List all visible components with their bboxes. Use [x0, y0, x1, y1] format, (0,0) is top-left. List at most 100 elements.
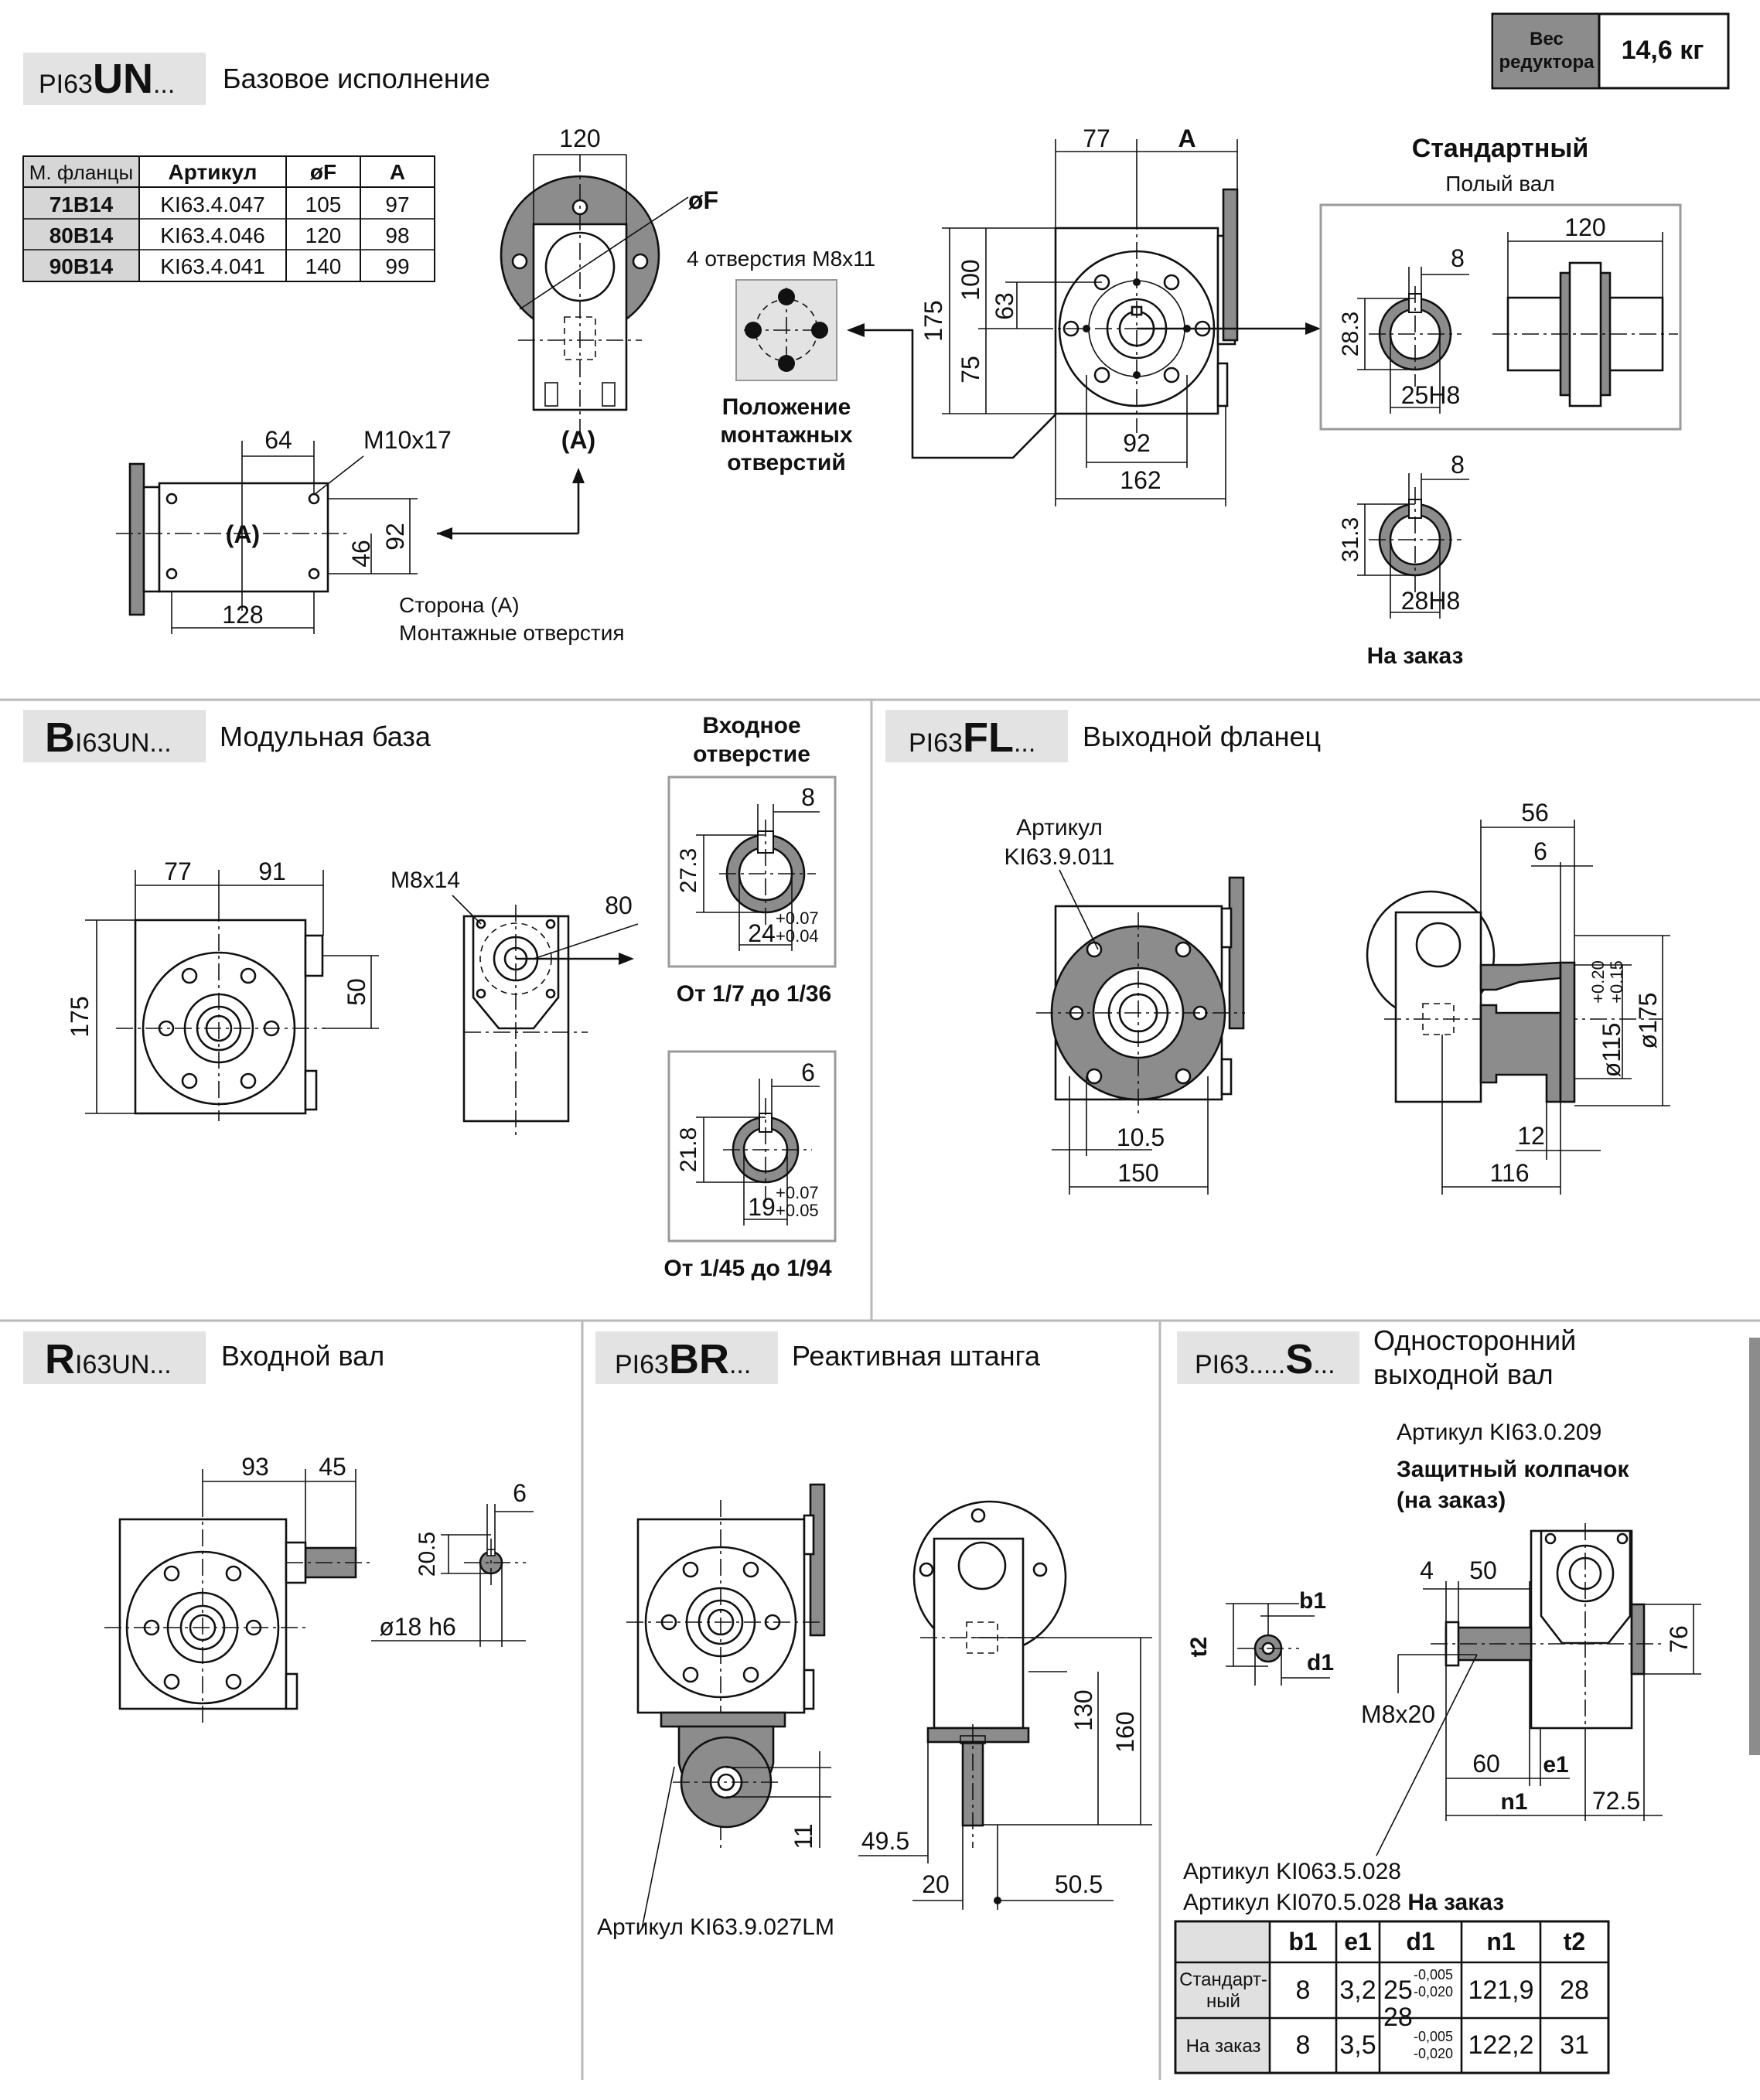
un-flange-view: 120 øF (A) [437, 124, 718, 535]
table-cell: 80B14 [49, 223, 114, 247]
std-28-3: 28.3 [1338, 312, 1363, 356]
s-row-label: ный [1206, 1991, 1240, 2012]
opt-8: 8 [1451, 451, 1465, 479]
s-cap-1: Защитный колпачок [1397, 1457, 1629, 1482]
section-title: Базовое исполнение [223, 63, 490, 94]
table-cell: KI63.4.041 [160, 254, 264, 278]
s-cell: 122,2 [1468, 2030, 1533, 2060]
dim-50: 50 [343, 978, 370, 1006]
fl-115: ø115 [1598, 1023, 1625, 1078]
dim-91: 91 [258, 857, 286, 885]
fl-175: ø175 [1634, 993, 1662, 1049]
s-cell: 8 [1296, 2030, 1311, 2060]
dim-77: 77 [1083, 124, 1110, 152]
s-side-view: 4 50 M8x20 76 60 e1 n1 72.5 Артикул KI06… [1183, 1523, 1701, 1915]
s-60: 60 [1472, 1750, 1500, 1778]
s-50: 50 [1469, 1556, 1497, 1584]
s-table: b1 e1 d1 n1 t2 Стандарт- ный 8 3,2 25 -0… [1174, 1920, 1610, 2074]
code-rest: I63UN... [75, 728, 172, 758]
dim-64: 64 [264, 426, 292, 454]
section-title-2: выходной вал [1373, 1359, 1554, 1390]
table-cell: 71B14 [49, 193, 114, 216]
a-mark: (A) [561, 426, 595, 454]
s-76: 76 [1665, 1625, 1693, 1653]
dim-75: 75 [957, 356, 984, 384]
table-header: A [390, 160, 405, 184]
r-shaft-section: 6 20.5 ø18 h6 [371, 1479, 534, 1647]
side-tab [1749, 1338, 1760, 1755]
k1-tol-up: +0.07 [776, 909, 819, 928]
weight-label-2: редуктора [1499, 52, 1595, 73]
k1-tol-dn: +0.04 [776, 926, 819, 946]
s-m8x20: M8x20 [1361, 1700, 1435, 1728]
br-art: Артикул KI63.9.027LM [597, 1914, 834, 1940]
dim-92: 92 [1123, 429, 1151, 457]
s-cell: 28 [1560, 1976, 1589, 2005]
s-row-label: Стандарт- [1179, 1969, 1267, 1990]
weight-value: 14,6 кг [1622, 36, 1704, 65]
code-suffix: ... [1313, 1350, 1335, 1379]
section-title: Реактивная штанга [792, 1340, 1041, 1372]
opt-28h8: 28H8 [1401, 587, 1461, 615]
s-cell: 31 [1560, 2030, 1589, 2060]
s-t2: t2 [1186, 1637, 1212, 1658]
r-6: 6 [513, 1479, 527, 1507]
dim-92v: 92 [381, 523, 409, 551]
r-93: 93 [241, 1453, 269, 1481]
k1-8: 8 [801, 783, 815, 811]
b-inlet-keyways: Входное отверстие 8 27.3 24 +0.07 +0.04 … [663, 713, 837, 1281]
table-cell: 97 [385, 193, 409, 216]
table-cell: 120 [305, 223, 342, 247]
std-25h8: 25H8 [1401, 381, 1461, 409]
svg-text:RI63UN...: RI63UN... [45, 1336, 172, 1382]
code-rest: I63UN... [75, 1350, 172, 1379]
s-cell: 3,2 [1339, 1976, 1376, 2005]
s-art-opt-code: Артикул KI070.5.028 [1183, 1890, 1401, 1915]
dim-175: 175 [66, 996, 94, 1037]
r-45: 45 [319, 1453, 346, 1481]
br-130: 130 [1069, 1689, 1097, 1730]
header-br: PI63BR... Реактивная штанга [595, 1331, 1041, 1384]
s-d1: d1 [1307, 1650, 1334, 1676]
code-suffix: ... [729, 1350, 751, 1379]
holes-pos-3: отверстий [727, 450, 846, 476]
s-cell-tol: -0,005 [1414, 1967, 1453, 1982]
inlet-2: отверстие [693, 741, 810, 767]
standard-sub: Полый вал [1445, 172, 1554, 196]
holes-label: 4 отверстия M8x11 [687, 247, 875, 271]
dim-77: 77 [164, 857, 192, 885]
dim-162: 162 [1120, 466, 1161, 494]
dim-46: 46 [347, 540, 375, 568]
table-cell: 98 [385, 223, 409, 247]
section-title: Входной вал [221, 1340, 384, 1372]
br-front-view: 11 Артикул KI63.9.027LM [597, 1483, 834, 1940]
code-prefix: PI63 [39, 70, 93, 99]
fl-tol-up: +0.20 [1588, 960, 1608, 1004]
k2-range: От 1/45 до 1/94 [663, 1256, 831, 1281]
on-order: На заказ [1367, 643, 1464, 669]
std-120: 120 [1564, 213, 1605, 241]
svg-text:PI63FL...: PI63FL... [909, 714, 1035, 761]
fl-tol-dn: +0.15 [1607, 960, 1626, 1004]
fl-art-1: Артикул [1016, 815, 1103, 840]
s-row-label: На заказ [1186, 2036, 1261, 2057]
br-11: 11 [790, 1823, 817, 1849]
k1-24: 24 [748, 919, 776, 947]
header-un: PI63UN... Базовое исполнение [23, 53, 490, 105]
k2-tol-up: +0.07 [776, 1183, 819, 1202]
code-bold: R [45, 1336, 75, 1382]
header-b: BI63UN... Модульная база [23, 710, 431, 762]
code-prefix: PI63..... [1195, 1350, 1285, 1379]
section-title: Выходной фланец [1083, 721, 1321, 752]
s-b1: b1 [1299, 1588, 1326, 1614]
r-front-view: 93 45 [104, 1453, 371, 1724]
side-a-1: Сторона (A) [399, 593, 520, 617]
s-cell: 121,9 [1468, 1976, 1533, 2005]
fl-10-5: 10.5 [1117, 1123, 1165, 1151]
code-suffix: ... [153, 70, 175, 99]
section-separators [0, 698, 1760, 2080]
header-fl: PI63FL... Выходной фланец [885, 710, 1321, 762]
s-art-std: Артикул KI063.5.028 [1183, 1859, 1401, 1884]
table-cell: 140 [305, 254, 342, 278]
svg-text:PI63.....S...: PI63.....S... [1195, 1336, 1335, 1382]
